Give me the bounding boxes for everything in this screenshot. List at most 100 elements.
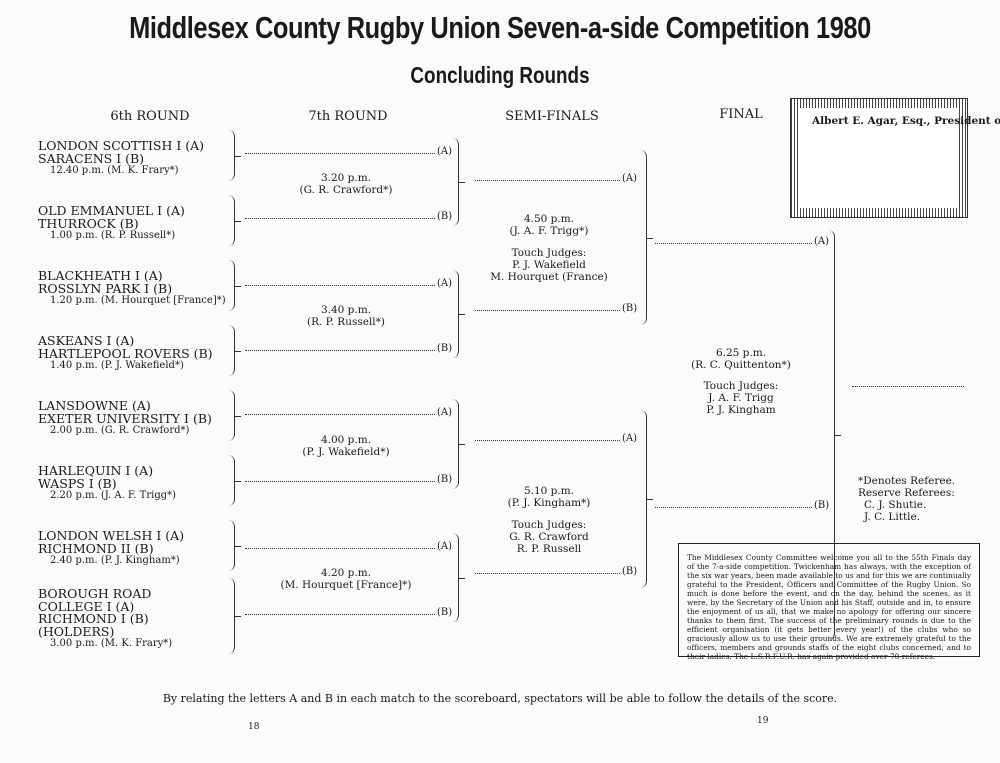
- match-time-referee: 2.40 p.m. (P. J. Kingham*): [50, 555, 180, 566]
- semi-final-time: 4.50 p.m.: [523, 213, 575, 225]
- bracket-brace: [452, 533, 465, 622]
- final-touch-judge: J. A. F. Trigg: [708, 392, 774, 404]
- bracket-line: [245, 548, 435, 549]
- bracket-slot-label: (B): [622, 566, 638, 577]
- sixth-round-match: OLD EMMANUEL I (A)THURROCK (B)1.00 p.m. …: [38, 203, 185, 242]
- bracket-slot-label: (B): [437, 343, 453, 354]
- referee-note-line: *Denotes Referee.: [858, 475, 956, 487]
- header-semi-finals: SEMI-FINALS: [505, 109, 599, 124]
- bracket-line: [475, 440, 620, 441]
- sixth-round-match: ASKEANS I (A)HARTLEPOOL ROVERS (B)1.40 p…: [38, 333, 213, 372]
- team-name: RICHMOND I (B): [38, 611, 149, 626]
- bracket-brace: [452, 399, 465, 489]
- final-time: 6.25 p.m.: [715, 347, 767, 359]
- page-title: Middlesex County Rugby Union Seven-a-sid…: [129, 10, 871, 45]
- referee-note-line: C. J. Shutie.: [864, 499, 927, 511]
- bracket-brace: [640, 150, 653, 325]
- referee-note-line: J. C. Little.: [864, 511, 921, 523]
- bracket-slot-label: (B): [437, 474, 453, 485]
- bracket-slot-label: (A): [437, 146, 453, 157]
- team-name: (HOLDERS): [38, 623, 115, 639]
- bracket-slot-label: (A): [622, 173, 638, 184]
- bracket-slot-label: (B): [622, 303, 638, 314]
- sixth-round-match: LONDON SCOTTISH I (A)SARACENS I (B)12.40…: [38, 138, 205, 177]
- match-time-referee: 1.20 p.m. (M. Hourquet [France]*): [50, 295, 226, 306]
- final-touch-judge: P. J. Kingham: [706, 404, 776, 416]
- team-name: BLACKHEATH I (A): [38, 268, 163, 283]
- bracket-brace: [640, 410, 653, 588]
- team-name: OLD EMMANUEL I (A): [38, 203, 185, 218]
- touch-judge: M. Hourquet (France): [490, 271, 608, 283]
- match-time-referee: 3.00 p.m. (M. K. Frary*): [50, 638, 173, 649]
- bracket-line: [245, 218, 435, 219]
- match-time-referee: 12.40 p.m. (M. K. Frary*): [50, 165, 179, 176]
- touch-judge: P. J. Wakefield: [512, 259, 586, 271]
- seventh-round-time: 3.40 p.m.: [320, 303, 372, 316]
- page-number-right: 19: [757, 716, 769, 726]
- bracket-line: [655, 507, 812, 508]
- bracket-slot-label: (B): [814, 500, 830, 511]
- touch-judge: R. P. Russell: [516, 543, 582, 555]
- team-name: LONDON SCOTTISH I (A): [38, 138, 205, 153]
- team-name: HARTLEPOOL ROVERS (B): [38, 345, 213, 361]
- referee-note: *Denotes Referee. Reserve Referees: C. J…: [858, 475, 955, 523]
- header-final: FINAL: [719, 107, 763, 122]
- bracket-line: [475, 573, 620, 574]
- bracket-brace: [452, 270, 465, 358]
- bracket-slot-label: (B): [437, 211, 453, 222]
- touch-judges-label: Touch Judges:: [511, 247, 587, 259]
- team-name: ASKEANS I (A): [38, 333, 135, 348]
- bracket-line: [475, 310, 620, 311]
- sixth-round-match: HARLEQUIN I (A)WASPS I (B)2.20 p.m. (J. …: [38, 464, 176, 502]
- bracket-slot-label: (A): [814, 236, 830, 247]
- team-name: COLLEGE I (A): [38, 598, 135, 614]
- bracket-line: [475, 180, 620, 181]
- bracket-brace: [228, 260, 241, 311]
- bracket-line: [245, 414, 435, 415]
- sixth-round-match: LONDON WELSH I (A)RICHMOND II (B)2.40 p.…: [38, 528, 185, 567]
- presentation-text: Albert E. Agar, Esq., President of Middl…: [800, 108, 1000, 208]
- bracket-brace: [228, 520, 241, 571]
- bracket-brace: [228, 130, 241, 181]
- bracket-brace: [228, 325, 241, 376]
- bracket-slot-label: (A): [622, 433, 638, 444]
- semi-final-time: 5.10 p.m.: [523, 485, 575, 497]
- touch-judges-label: Touch Judges:: [511, 519, 587, 531]
- seventh-round-referee: (P. J. Wakefield*): [302, 445, 390, 458]
- team-name: RICHMOND II (B): [38, 540, 154, 556]
- header-6th-round: 6th ROUND: [110, 109, 190, 124]
- bracket-slot-label: (A): [437, 407, 453, 418]
- bracket-brace: [452, 138, 465, 226]
- seventh-round-referee: (G. R. Crawford*): [299, 183, 393, 196]
- referee-note-line: Reserve Referees:: [858, 487, 955, 499]
- semi-final-referee: (P. J. Kingham*): [507, 497, 591, 509]
- bracket-line: [245, 350, 435, 351]
- match-time-referee: 1.40 p.m. (P. J. Wakefield*): [50, 360, 184, 371]
- team-name: SARACENS I (B): [38, 150, 145, 166]
- presentation-box: Albert E. Agar, Esq., President of Middl…: [790, 98, 1000, 218]
- page-number-left: 18: [248, 722, 260, 732]
- bracket-brace: [828, 230, 841, 640]
- sixth-round-match: LANSDOWNE (A)EXETER UNIVERSITY I (B)2.00…: [38, 399, 212, 437]
- match-time-referee: 2.00 p.m. (G. R. Crawford*): [50, 425, 190, 436]
- final-touch-judges-label: Touch Judges:: [703, 380, 779, 392]
- seventh-round-time: 4.00 p.m.: [320, 433, 372, 446]
- semi-final-referee: (J. A. F. Trigg*): [509, 225, 589, 237]
- team-name: ROSSLYN PARK I (B): [38, 280, 173, 296]
- bracket-line: [245, 481, 435, 482]
- final-referee: (R. C. Quittenton*): [691, 359, 791, 371]
- bracket-line: [245, 614, 435, 615]
- seventh-round-time: 4.20 p.m.: [320, 567, 372, 579]
- page-subtitle: Concluding Rounds: [410, 62, 590, 88]
- bracket-line: [245, 285, 435, 286]
- seventh-round-referee: (M. Hourquet [France]*): [280, 579, 412, 591]
- bracket-brace: [228, 578, 241, 654]
- team-name: WASPS I (B): [38, 475, 117, 491]
- header-7th-round: 7th ROUND: [308, 109, 388, 124]
- team-name: LONDON WELSH I (A): [38, 528, 185, 543]
- sixth-round-match: BLACKHEATH I (A)ROSSLYN PARK I (B)1.20 p…: [38, 268, 226, 307]
- bracket-brace: [228, 390, 241, 441]
- match-time-referee: 1.00 p.m. (R. P. Russell*): [50, 230, 176, 241]
- bracket-line: [655, 243, 812, 244]
